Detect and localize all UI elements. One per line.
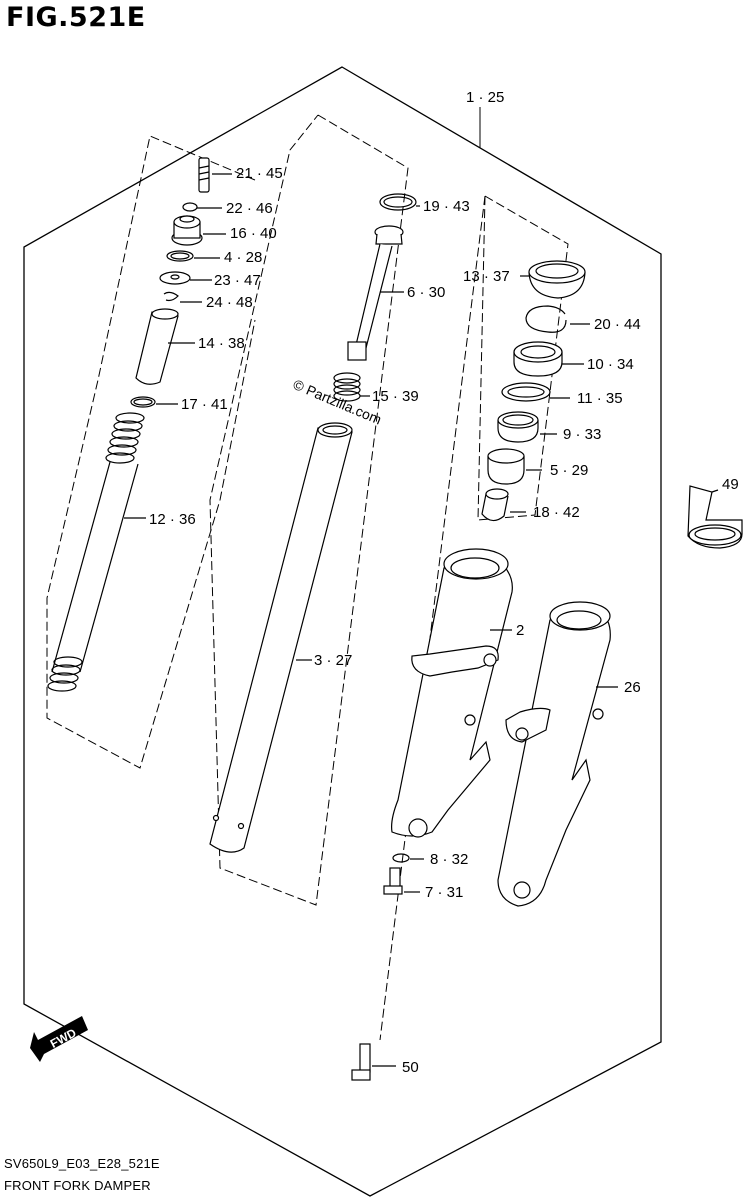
- spring-12: [47, 412, 146, 692]
- part-label-21-45: 21 · 45: [236, 165, 283, 182]
- protector-49: [687, 485, 743, 549]
- part-label-18-42: 18 · 42: [533, 504, 580, 521]
- middle-group-boundary: [209, 114, 409, 906]
- stopper-ring-20: [525, 305, 590, 333]
- bolt-21: [198, 157, 232, 193]
- watermark: © Partzilla.com: [291, 376, 384, 428]
- part-label-12-36: 12 · 36: [149, 511, 196, 528]
- bolt-50: [351, 1043, 396, 1081]
- bushing-9: [497, 411, 557, 443]
- oring-22: [182, 202, 222, 212]
- part-label-4-28: 4 · 28: [224, 249, 262, 266]
- figure-title: FIG.521E: [6, 2, 146, 33]
- part-label-49: 49: [722, 476, 739, 493]
- part-label-14-38: 14 · 38: [198, 335, 245, 352]
- left-group-boundary: [46, 135, 256, 769]
- part-label-16-40: 16 · 40: [230, 225, 277, 242]
- spring-15: [333, 372, 370, 402]
- spacer-14: [135, 308, 195, 385]
- part-label-7-31: 7 · 31: [425, 884, 463, 901]
- part-label-6-30: 6 · 30: [407, 284, 445, 301]
- part-label-11-35: 11 · 35: [577, 390, 623, 407]
- part-label-10-34: 10 · 34: [587, 356, 634, 373]
- inner-tube-3: [209, 422, 353, 853]
- outer-tube-2: [391, 548, 513, 838]
- oil-lock-piece-18: [481, 488, 526, 522]
- right-group-dash: [379, 195, 486, 1041]
- part-label-19-43: 19 · 43: [423, 198, 470, 215]
- dust-seal-13: [520, 260, 586, 299]
- callout-labels: 1 · 25 21 · 45 22 · 46 16 · 40 4 · 28 23 · 47…: [149, 89, 739, 1076]
- part-label-3-27: 3 · 27: [314, 652, 352, 669]
- washer-23: [159, 271, 212, 285]
- part-label-23-47: 23 · 47: [214, 272, 261, 289]
- part-label-24-48: 24 · 48: [206, 294, 253, 311]
- gasket-8: [392, 853, 424, 863]
- clip-24: [163, 291, 202, 303]
- part-label-8-32: 8 · 32: [430, 851, 468, 868]
- part-label-13-37: 13 · 37: [463, 268, 510, 285]
- part-label-1-25: 1 · 25: [466, 89, 504, 106]
- oring-4: [166, 250, 220, 262]
- figure-code: SV650L9_E03_E28_521E: [4, 1156, 160, 1171]
- bushing-5: [487, 448, 542, 485]
- damper-rod-6: [347, 225, 404, 361]
- part-label-17-41: 17 · 41: [181, 396, 228, 413]
- cap-bolt-16: [171, 215, 226, 246]
- washer-11: [501, 382, 570, 402]
- part-label-22-46: 22 · 46: [226, 200, 273, 217]
- right-group-boundary: [477, 195, 569, 521]
- part-label-26: 26: [624, 679, 641, 696]
- ring-19: [379, 193, 420, 211]
- part-label-15-39: 15 · 39: [372, 388, 419, 405]
- part-label-20-44: 20 · 44: [594, 316, 641, 333]
- oil-seal-10: [513, 341, 584, 377]
- part-label-2: 2: [516, 622, 524, 639]
- seat-17: [130, 396, 178, 408]
- part-label-50: 50: [402, 1059, 419, 1076]
- outer-tube-26: [497, 601, 618, 907]
- part-label-5-29: 5 · 29: [550, 462, 588, 479]
- part-label-9-33: 9 · 33: [563, 426, 601, 443]
- bolt-7: [383, 867, 420, 895]
- assembly-boundary: [23, 66, 662, 1197]
- figure-name: FRONT FORK DAMPER: [4, 1178, 151, 1193]
